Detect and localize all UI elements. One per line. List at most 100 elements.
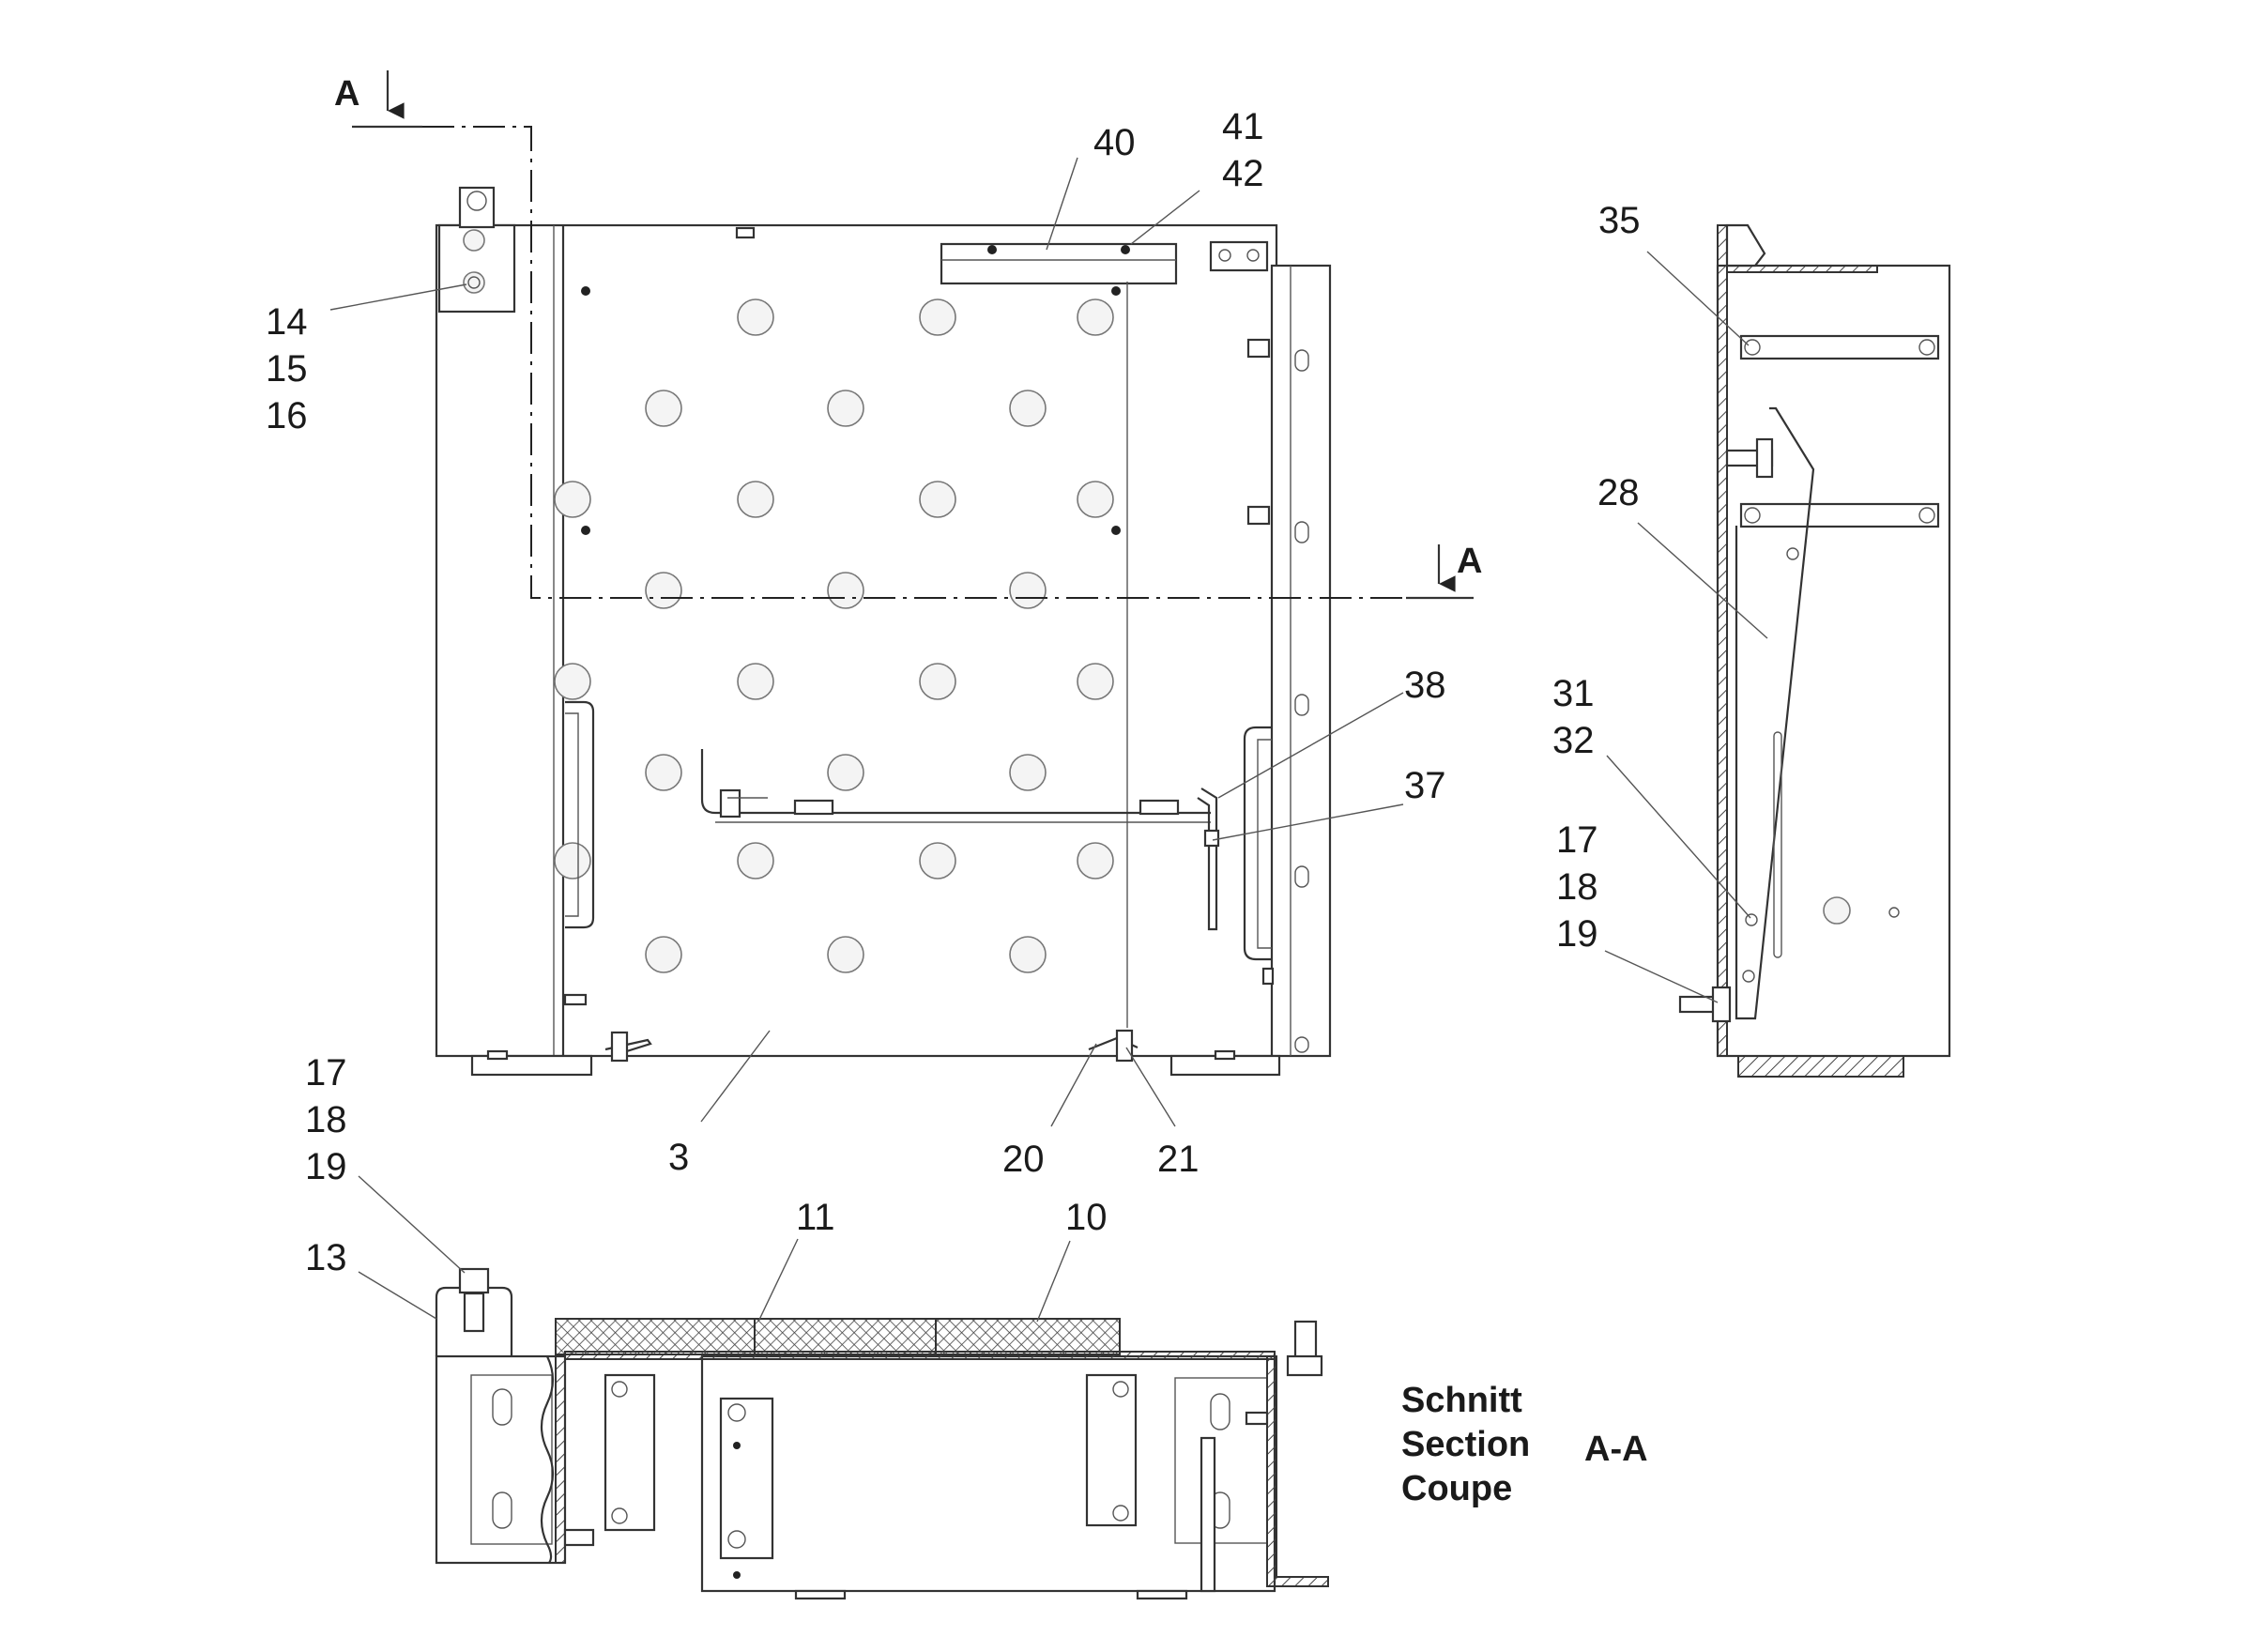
label-42: 42 — [1222, 153, 1264, 194]
section-mat-10 — [935, 1318, 1121, 1355]
section-mat-11 — [555, 1318, 756, 1355]
terminal-hole-inner-icon — [467, 276, 481, 289]
foot-left — [470, 1054, 593, 1077]
side-bar-hole-icon — [1744, 507, 1761, 524]
side-bracket-hole-icon — [1742, 970, 1755, 983]
rod-clip — [793, 799, 834, 816]
side-small-hole-icon — [1888, 907, 1900, 918]
section-break-line — [540, 1355, 555, 1564]
perforation-grid — [554, 298, 1114, 973]
section-main-body — [700, 1354, 1276, 1593]
side-bar-hole-icon — [1918, 507, 1935, 524]
section-wall-left — [555, 1355, 566, 1564]
section-plate-dot-icon — [733, 1442, 741, 1449]
label-32: 32 — [1552, 720, 1595, 761]
corner-plate-hole-icon — [1246, 249, 1260, 262]
side-leaders — [1604, 251, 1768, 1003]
corner-plate — [1209, 240, 1269, 272]
label-19: 19 — [305, 1146, 347, 1187]
housing-outline — [435, 223, 1278, 1058]
flange-bolt — [1261, 967, 1275, 986]
section-title-line-1: Schnitt — [1401, 1381, 1522, 1420]
section-right-plate — [1085, 1373, 1138, 1527]
right-flange — [1270, 264, 1332, 1058]
front-leaders — [329, 157, 1404, 1127]
section-view-labels: 17 18 19 13 11 10 — [305, 1052, 1108, 1278]
top-clip — [735, 226, 756, 239]
section-inner-bracket — [604, 1373, 656, 1532]
label-21: 21 — [1157, 1139, 1200, 1180]
section-bolt-icon — [611, 1381, 628, 1398]
section-slot-icon — [1210, 1393, 1230, 1430]
mount-bar — [940, 242, 1178, 285]
label-20: 20 — [1002, 1139, 1045, 1180]
label-10: 10 — [1065, 1197, 1108, 1238]
section-slot-icon — [492, 1491, 512, 1529]
section-left-plate — [470, 1374, 553, 1545]
section-wall-right — [1266, 1355, 1329, 1587]
section-view — [435, 1267, 1329, 1600]
label-15: 15 — [266, 348, 308, 390]
flange-bolt — [1246, 505, 1271, 526]
rivet-icon — [1111, 526, 1121, 535]
terminal-hole-icon — [463, 229, 485, 252]
label-13: 13 — [305, 1237, 347, 1278]
terminal-hole-icon — [463, 271, 485, 294]
mount-bar-screw-icon — [1121, 245, 1130, 254]
label-17: 17 — [1556, 819, 1598, 861]
side-bracket-hole-icon — [1745, 913, 1758, 926]
section-title: Schnitt Section Coupe A-A — [1401, 1381, 1648, 1508]
section-leaders — [358, 1175, 1071, 1323]
side-bracket — [1735, 406, 1815, 1020]
side-bracket-nut — [1755, 437, 1774, 479]
label-31: 31 — [1552, 673, 1595, 714]
section-plate-hole-icon — [727, 1530, 746, 1549]
side-bracket-hole-icon — [1786, 547, 1799, 560]
rivet-icon — [581, 286, 590, 296]
section-line: A A — [334, 70, 1482, 600]
side-bar-lower — [1739, 502, 1940, 528]
side-top-lug — [1725, 223, 1766, 268]
terminal-bolt-icon — [466, 191, 487, 211]
side-slot — [1773, 731, 1782, 958]
section-plate-hole-icon — [727, 1403, 746, 1422]
rod-mount — [719, 788, 741, 818]
left-handle-inner — [565, 712, 579, 917]
label-19: 19 — [1556, 913, 1598, 955]
side-wall-section — [1717, 224, 1728, 1057]
section-bottom-pad — [794, 1589, 847, 1600]
front-view-labels: 14 15 16 40 41 42 38 37 3 20 21 — [266, 106, 1446, 1180]
label-38: 38 — [1404, 665, 1446, 706]
section-cut-line — [422, 126, 1406, 599]
section-right-pin — [1245, 1411, 1269, 1426]
section-right-screw — [1293, 1320, 1318, 1361]
bottom-clip-right-bolt — [1115, 1029, 1134, 1063]
label-14: 14 — [266, 301, 308, 343]
section-plate-dot-icon — [733, 1571, 741, 1579]
label-40: 40 — [1093, 122, 1136, 163]
rod-bracket — [1197, 788, 1218, 931]
corner-plate-hole-icon — [1218, 249, 1231, 262]
label-17: 17 — [305, 1052, 347, 1094]
section-bolt-icon — [1112, 1505, 1129, 1522]
right-handle — [1243, 726, 1272, 961]
section-center-plate — [719, 1397, 774, 1560]
side-bar-hole-icon — [1744, 339, 1761, 356]
rod-bracket-bolt — [1203, 829, 1220, 848]
rod-clip — [1139, 799, 1180, 816]
label-35: 35 — [1598, 200, 1641, 241]
label-18: 18 — [1556, 866, 1598, 908]
rivet-icon — [1111, 286, 1121, 296]
mount-bar-screw-icon — [987, 245, 997, 254]
section-bottom-pad — [1136, 1589, 1188, 1600]
section-left-bolt — [458, 1267, 490, 1294]
right-handle-inner — [1257, 739, 1272, 949]
side-view — [1678, 223, 1951, 1078]
section-letter-right: A — [1457, 542, 1482, 581]
bottom-clip-left-bolt — [610, 1031, 629, 1063]
label-41: 41 — [1222, 106, 1264, 147]
side-top-lip — [1726, 265, 1878, 273]
terminal-cap — [458, 186, 496, 229]
section-title-line-2: Section — [1401, 1425, 1530, 1464]
